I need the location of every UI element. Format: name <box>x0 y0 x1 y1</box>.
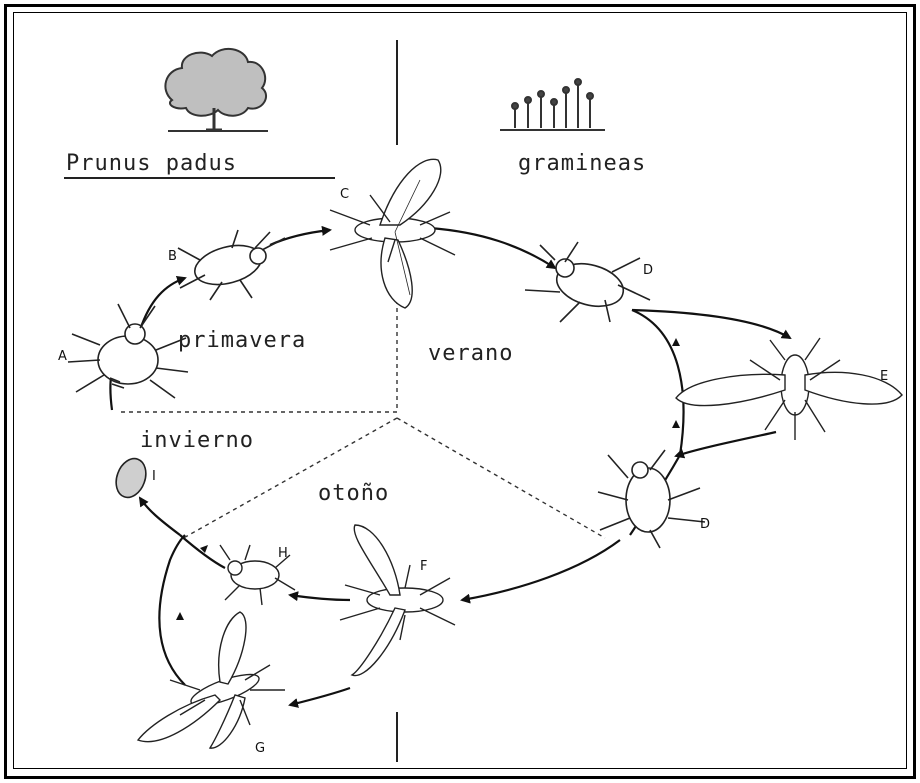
arrow-a-to-b <box>140 278 185 330</box>
arrow-f-to-h <box>290 595 350 600</box>
stage-label-d-lower: D <box>700 517 710 532</box>
arrow-h-to-i-part <box>180 535 225 568</box>
season-label-winter: invierno <box>140 428 254 453</box>
aphid-e <box>676 338 902 440</box>
stage-label-d-upper: D <box>643 263 653 278</box>
stage-label-i: I <box>152 469 156 484</box>
stage-labels: A B C D E D F H I G <box>58 187 888 756</box>
stage-label-c: C <box>340 187 349 202</box>
arrow-d-to-f <box>462 540 620 600</box>
arrow-c-to-d <box>430 228 555 268</box>
stage-label-b: B <box>168 249 177 264</box>
stage-label-e: E <box>880 369 888 384</box>
aphid-c <box>330 159 455 308</box>
arrow-e-to-d <box>676 432 776 456</box>
arrow-h-to-i <box>140 498 180 535</box>
tree-icon <box>165 49 268 131</box>
grass-icon <box>500 79 605 130</box>
arrow-g-to-h <box>159 535 185 685</box>
aphid-d-upper <box>525 242 650 322</box>
cycle-arrows <box>110 228 790 705</box>
season-label-spring: primavera <box>178 328 306 353</box>
stage-label-a: A <box>58 349 67 364</box>
host-label-gramineas: gramineas <box>518 151 646 176</box>
host-label-prunus: Prunus padus <box>66 151 237 176</box>
stage-label-f: F <box>420 559 427 574</box>
egg-i <box>111 454 151 501</box>
arrow-d-to-d-right <box>632 310 684 455</box>
aphid-d-lower <box>598 450 705 548</box>
stage-label-g: G <box>255 741 265 756</box>
aphid-b <box>178 230 285 300</box>
season-label-autumn: otoño <box>318 481 389 506</box>
aphid-f <box>340 525 455 676</box>
arrow-d-to-e <box>632 310 790 338</box>
aphid-a <box>68 304 188 398</box>
arrow-f-to-g <box>290 688 350 705</box>
season-label-summer: verano <box>428 341 513 366</box>
arrow-b-to-c <box>270 230 330 245</box>
stage-label-h: H <box>278 546 288 561</box>
